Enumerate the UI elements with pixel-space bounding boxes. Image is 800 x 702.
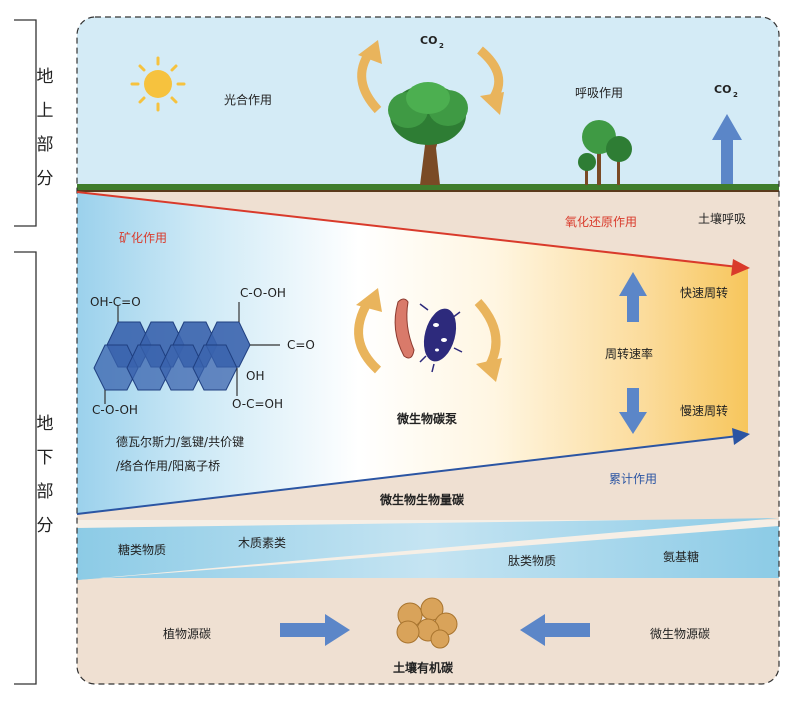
- plant-carbon-arrow: [280, 614, 350, 646]
- above-char-1: 地: [36, 67, 54, 87]
- co2-top-sub: 2: [439, 42, 444, 50]
- microbial-pump-label: 微生物碳泵: [396, 411, 457, 426]
- below-char-2: 下: [36, 448, 54, 468]
- molecule-c-o-oh-bottom: C-O-OH: [92, 403, 138, 417]
- co2-right-sub: 2: [733, 91, 738, 99]
- redox-label: 氧化还原作用: [565, 215, 637, 229]
- accumulation-arrow: [76, 435, 739, 515]
- bonds-line-1: 德瓦尔斯力/氢键/共价键: [116, 434, 244, 449]
- soil-aggregate-icon: [396, 597, 458, 649]
- above-ground-label: 地 上 部 分: [30, 60, 60, 196]
- accumulation-arrowhead: [732, 428, 750, 445]
- amino-sugars-label: 氨基糖: [663, 549, 699, 564]
- above-char-3: 部: [36, 135, 54, 155]
- mineralization-arrowhead: [731, 259, 750, 276]
- molecule-o-c-oh: O-C=OH: [232, 397, 283, 411]
- respiration-label: 呼吸作用: [575, 86, 623, 100]
- accumulation-label: 累计作用: [609, 472, 657, 486]
- co2-uptake-arrowhead: [358, 40, 382, 64]
- co2-top-label: CO: [420, 34, 437, 47]
- molecule-c-o-oh-top: C-O-OH: [240, 286, 286, 300]
- above-char-4: 分: [36, 169, 54, 189]
- grass-line: [77, 184, 779, 190]
- turnover-rate-label: 周转速率: [605, 346, 653, 361]
- slow-turnover-label: 慢速周转: [680, 403, 728, 418]
- above-char-2: 上: [36, 101, 54, 121]
- microbial-biomass-label: 微生物生物量碳: [379, 492, 465, 507]
- below-char-4: 分: [36, 516, 54, 536]
- humic-molecule-icon: [93, 321, 251, 391]
- bacteria-icon: [394, 298, 463, 373]
- compound-band-lower: [77, 526, 779, 580]
- bonds-line-2: /络合作用/阳离子桥: [116, 458, 220, 473]
- sugars-label: 糖类物质: [118, 542, 166, 557]
- molecule-bonds: [104, 302, 280, 404]
- compound-band-upper: [77, 518, 779, 580]
- fast-turnover-arrow: [619, 272, 647, 322]
- mineralization-label: 矿化作用: [119, 231, 167, 245]
- pump-left-arrowhead: [356, 288, 382, 312]
- molecule-oh: OH: [246, 369, 264, 383]
- ground-line: [77, 190, 779, 192]
- photosynthesis-label: 光合作用: [224, 92, 272, 107]
- below-char-1: 地: [36, 414, 54, 434]
- microbial-carbon-arrow: [520, 614, 590, 646]
- pump-right-arrowhead: [476, 358, 502, 382]
- soil-respiration-label: 土壤呼吸: [698, 211, 746, 226]
- peptides-label: 肽类物质: [508, 553, 556, 568]
- diagram-frame: [76, 16, 780, 685]
- molecule-oh-c-o: OH-C=O: [90, 295, 141, 309]
- pump-left-arrow: [354, 299, 382, 374]
- co2-release-arrowhead: [480, 92, 504, 115]
- molecule-c-o: C=O: [287, 338, 315, 352]
- co2-emission-arrow: [712, 114, 742, 184]
- large-tree-icon: [388, 82, 468, 185]
- below-char-3: 部: [36, 482, 54, 502]
- microbial-carbon-label: 微生物源碳: [650, 627, 710, 641]
- mineralization-arrow: [76, 191, 739, 268]
- fast-turnover-label: 快速周转: [680, 285, 728, 300]
- slow-turnover-arrow: [619, 388, 647, 434]
- above-bracket: [14, 19, 37, 227]
- small-trees-icon: [578, 120, 632, 185]
- below-bracket: [14, 251, 37, 685]
- below-ground-label: 地 下 部 分: [30, 407, 60, 543]
- sun-icon: [130, 56, 186, 112]
- lignin-label: 木质素类: [238, 536, 286, 550]
- plant-carbon-label: 植物源碳: [163, 626, 211, 641]
- soc-label: 土壤有机碳: [393, 660, 454, 675]
- co2-right-label: CO: [714, 83, 731, 96]
